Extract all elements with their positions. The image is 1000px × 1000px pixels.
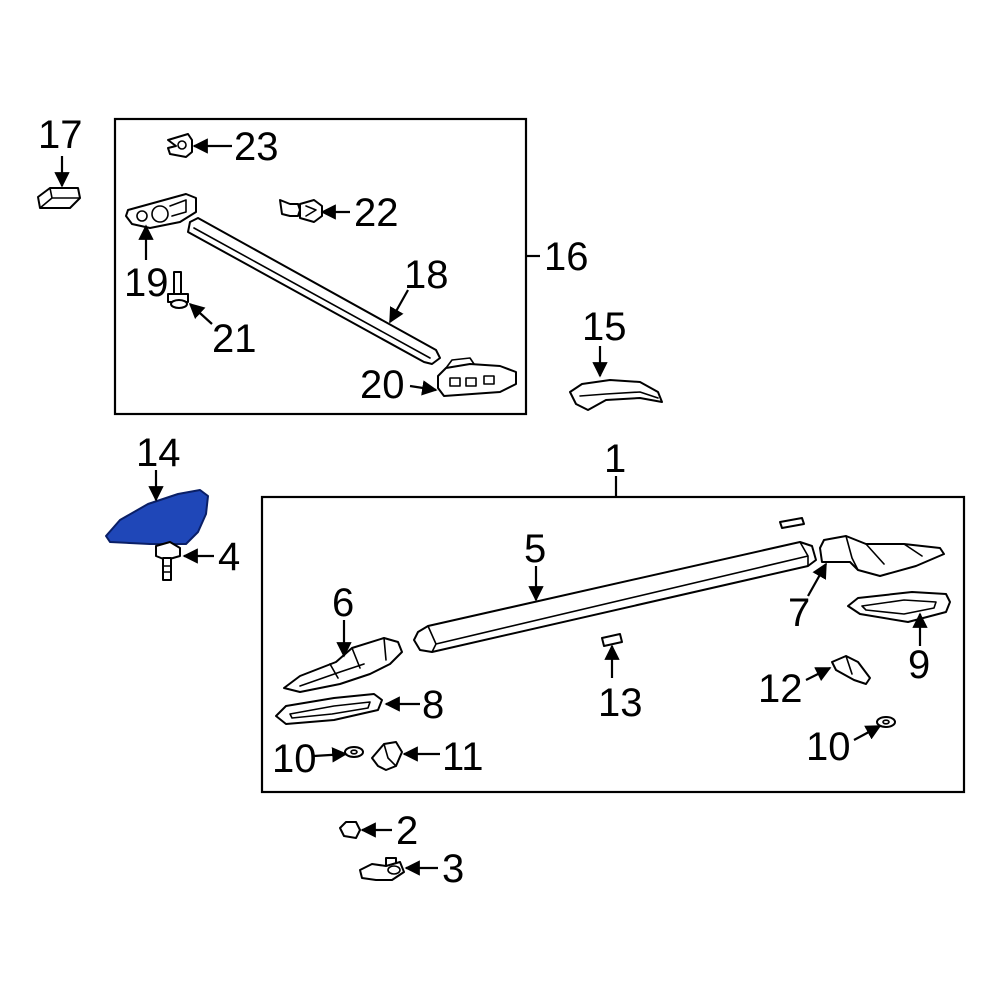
callout-10-left: 10: [272, 737, 317, 781]
part-12-clip[interactable]: [831, 655, 871, 685]
callout-18: 18: [404, 253, 449, 297]
callout-21: 21: [212, 317, 257, 361]
part-19-bracket[interactable]: [125, 193, 197, 229]
callout-23: 23: [234, 125, 279, 169]
callout-22: 22: [354, 191, 399, 235]
callout-17: 17: [38, 113, 83, 157]
part-tag[interactable]: [779, 517, 805, 529]
callout-13: 13: [598, 681, 643, 725]
callout-3: 3: [442, 847, 464, 891]
group-box-1: [260, 495, 966, 794]
callout-10-right: 10: [806, 725, 851, 769]
part-23-clip[interactable]: [167, 133, 193, 158]
part-10-washer-right[interactable]: [876, 716, 896, 728]
part-7-rear-leg[interactable]: [819, 535, 945, 577]
callout-4: 4: [218, 535, 240, 579]
callout-19: 19: [124, 261, 169, 305]
part-13-tag[interactable]: [601, 633, 623, 647]
part-5-roof-rail[interactable]: [413, 541, 817, 653]
callout-16: 16: [544, 235, 589, 279]
part-2-nut[interactable]: [339, 821, 361, 839]
part-15-cover[interactable]: [569, 379, 663, 411]
callout-11: 11: [442, 735, 484, 779]
callout-2: 2: [396, 809, 418, 853]
group-box-16: [113, 117, 528, 416]
callout-7: 7: [788, 591, 810, 635]
part-14-cover-highlighted[interactable]: [105, 489, 209, 545]
part-22-bolt[interactable]: [279, 199, 323, 223]
part-20-bracket[interactable]: [437, 357, 517, 397]
part-8-gasket[interactable]: [275, 693, 383, 725]
part-10-washer-left[interactable]: [344, 746, 364, 758]
callout-8: 8: [422, 683, 444, 727]
callout-9: 9: [908, 643, 930, 687]
callout-14: 14: [136, 431, 181, 475]
callout-5: 5: [524, 527, 546, 571]
callout-6: 6: [332, 581, 354, 625]
part-17-cap[interactable]: [37, 187, 81, 209]
part-6-front-leg[interactable]: [283, 637, 403, 693]
part-21-bolt[interactable]: [167, 271, 189, 309]
callout-15: 15: [582, 305, 627, 349]
part-4-bolt[interactable]: [155, 541, 181, 581]
part-11-clip[interactable]: [371, 741, 403, 771]
callout-12: 12: [758, 667, 803, 711]
callout-1: 1: [604, 437, 626, 481]
part-3-bolt-nut[interactable]: [359, 857, 405, 881]
callout-20: 20: [360, 363, 405, 407]
part-18-crossbar[interactable]: [187, 217, 441, 365]
part-9-gasket[interactable]: [847, 591, 951, 623]
